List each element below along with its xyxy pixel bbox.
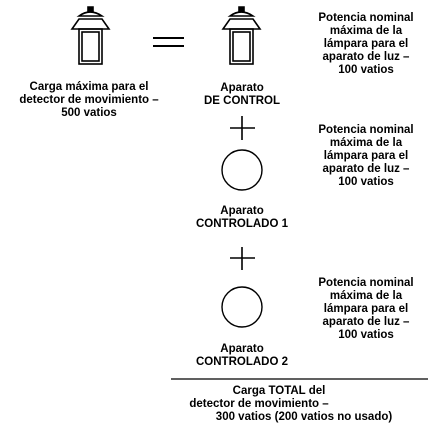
total-line: 300 vatios (200 vatios no usado) — [215, 411, 393, 423]
total-line: Carga TOTAL del — [232, 385, 326, 397]
rating-line: aparato de luz – — [322, 316, 410, 328]
rating-line: 100 vatios — [338, 64, 394, 76]
control-device-rating: Potencia nominal máxima de la lámpara pa… — [305, 12, 427, 77]
caption-line: Carga máxima para el — [29, 81, 149, 93]
rating-line: lámpara para el — [323, 38, 409, 50]
rating-line: 100 vatios — [338, 329, 394, 341]
label-line: CONTROLADO 1 — [196, 218, 288, 230]
controlled-device-1-rating: Potencia nominal máxima de la lámpara pa… — [305, 124, 427, 189]
rating-line: 100 vatios — [338, 176, 394, 188]
total-line: detector de movimiento – — [189, 398, 329, 410]
rating-line: lámpara para el — [323, 303, 409, 315]
rating-line: máxima de la — [329, 25, 403, 37]
label-line: Aparato — [220, 82, 264, 94]
rating-line: máxima de la — [329, 137, 403, 149]
rating-line: aparato de luz – — [322, 163, 410, 175]
label-line: DE CONTROL — [203, 95, 281, 107]
rating-line: lámpara para el — [323, 150, 409, 162]
rating-line: máxima de la — [329, 290, 403, 302]
total-load: Carga TOTAL del detector de movimiento –… — [160, 385, 428, 424]
rating-line: aparato de luz – — [322, 51, 410, 63]
left-fixture-caption: Carga máxima para el detector de movimie… — [0, 81, 178, 120]
controlled-device-2-icon — [221, 286, 263, 328]
plus-sign-1 — [230, 116, 255, 140]
label-line: Aparato — [220, 343, 264, 355]
controlled-device-1-icon — [221, 149, 263, 191]
label-line: CONTROLADO 2 — [196, 356, 288, 368]
controlled-device-2-rating: Potencia nominal máxima de la lámpara pa… — [305, 277, 427, 342]
equals-sign — [153, 37, 184, 47]
controlled-device-1-label: Aparato CONTROLADO 1 — [187, 205, 297, 231]
left-lantern-icon — [70, 6, 111, 65]
controlled-device-2-label: Aparato CONTROLADO 2 — [187, 343, 297, 369]
control-device-label: Aparato DE CONTROL — [192, 82, 292, 108]
control-lantern-icon — [221, 6, 262, 65]
caption-line: 500 vatios — [61, 107, 117, 119]
plus-sign-2 — [230, 247, 255, 270]
caption-line: detector de movimiento – — [19, 94, 159, 106]
rating-line: Potencia nominal — [318, 124, 414, 136]
rating-line: Potencia nominal — [318, 277, 414, 289]
rating-line: Potencia nominal — [318, 12, 414, 24]
label-line: Aparato — [220, 205, 264, 217]
